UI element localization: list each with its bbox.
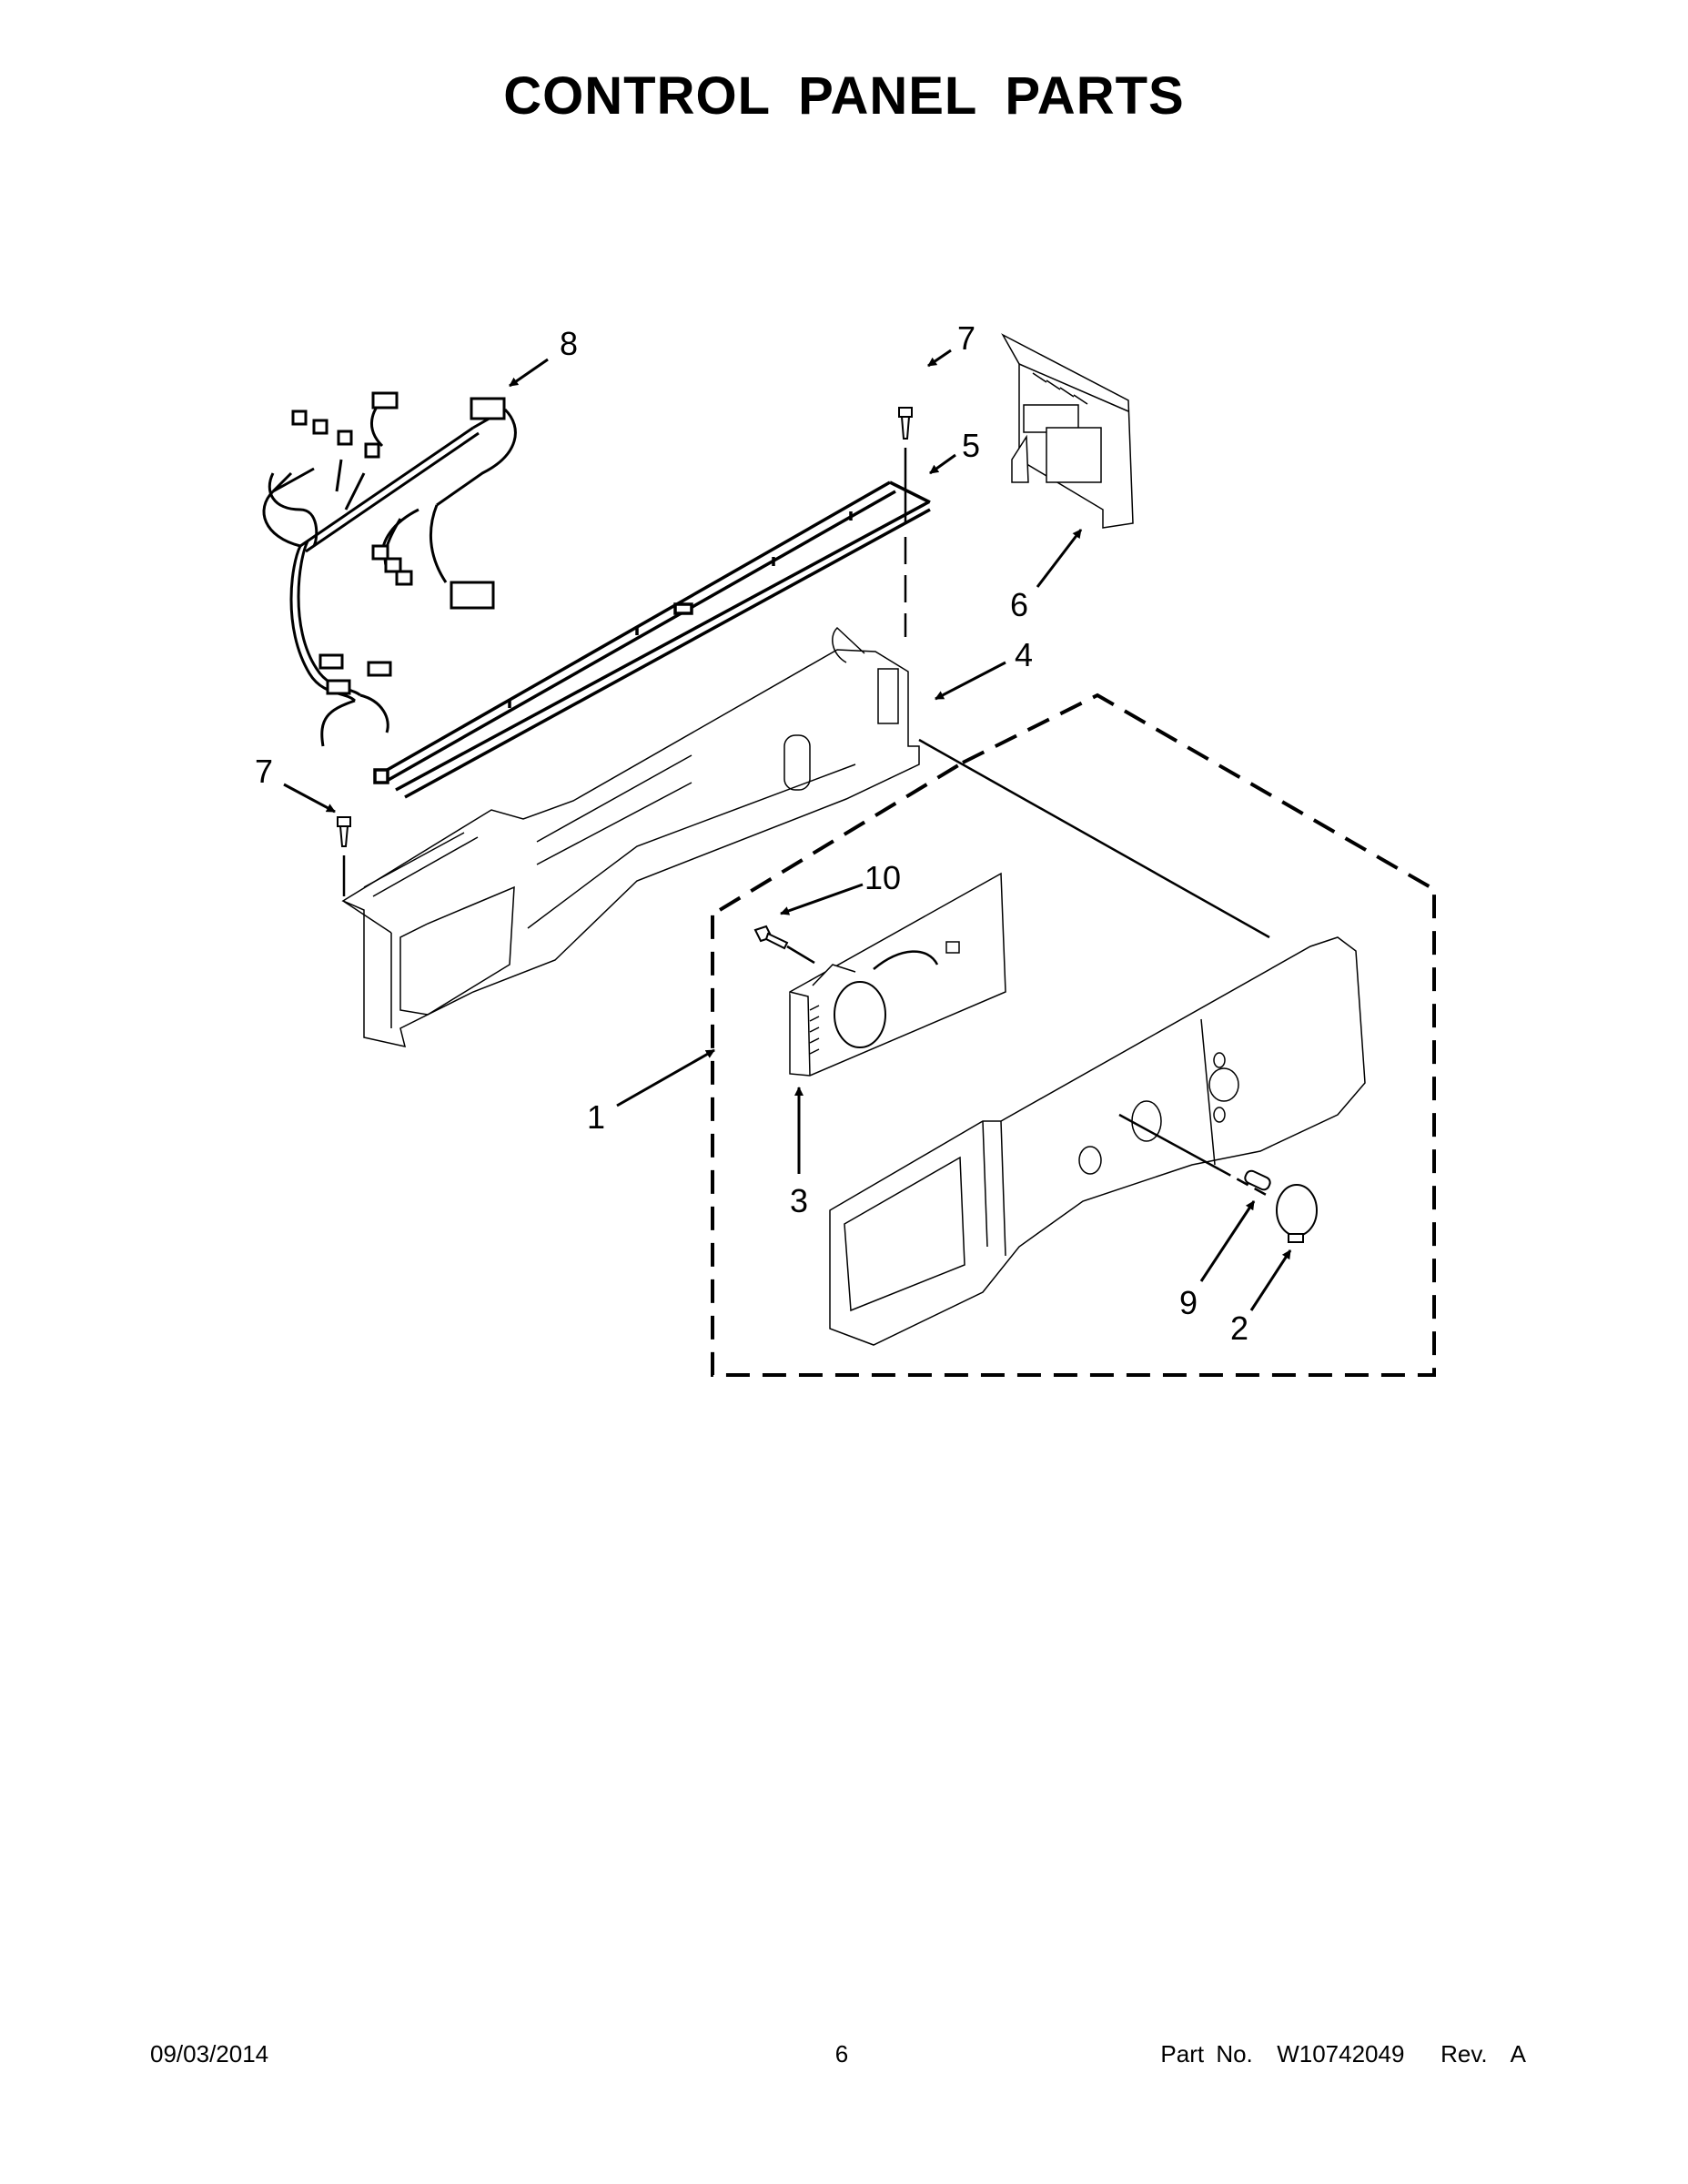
ui-board-drawing [789, 872, 1006, 1077]
control-bracket-drawing [341, 626, 920, 1047]
screw-10-drawing [753, 925, 815, 965]
callout-7-top: 7 [956, 319, 976, 357]
console-panel-drawing [829, 936, 1366, 1346]
callout-10: 10 [864, 859, 902, 896]
part-number: Part No. W10742049 Rev. A [1160, 2040, 1526, 2068]
screw-top-drawing [898, 407, 913, 637]
callout-7-left: 7 [254, 753, 274, 790]
spring-drawing [1244, 1169, 1271, 1191]
callout-6: 6 [1009, 586, 1029, 623]
wire-harness-drawing [262, 399, 517, 747]
console-assembly-outline [711, 693, 1436, 1377]
screw-left-drawing [337, 816, 351, 896]
callout-3: 3 [789, 1182, 809, 1219]
bracket-console-leader [918, 738, 1270, 939]
callout-2: 2 [1229, 1309, 1249, 1347]
callout-1: 1 [586, 1098, 606, 1136]
rail-drawing [373, 480, 931, 799]
page-number: 6 [834, 2040, 849, 2068]
knob-drawing [1276, 1184, 1318, 1243]
page-title: CONTROL PANEL PARTS [503, 66, 1185, 126]
control-board-drawing [1001, 333, 1134, 529]
footer-date: 09/03/2014 [150, 2040, 269, 2068]
callout-5: 5 [961, 427, 981, 464]
callout-8: 8 [559, 325, 579, 362]
callout-4: 4 [1014, 636, 1034, 673]
wire-harness-connectors [291, 391, 506, 695]
callout-9: 9 [1178, 1284, 1198, 1321]
callout-arrows [283, 349, 1292, 1311]
